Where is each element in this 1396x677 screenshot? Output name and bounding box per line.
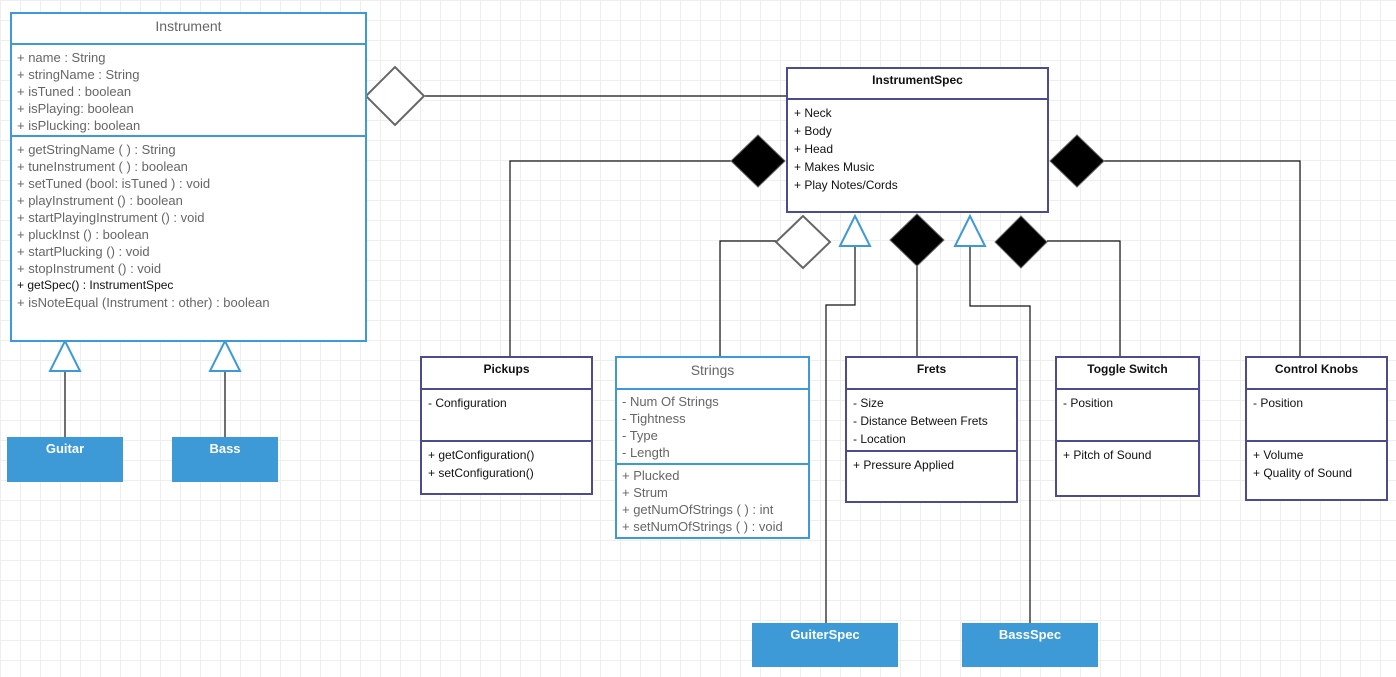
method: + Quality of Sound: [1253, 466, 1353, 480]
attribute: + Body: [794, 124, 832, 138]
attributes-section: - Position: [1057, 390, 1198, 442]
class-instrument[interactable]: Instrument + name : String + stringName …: [10, 12, 367, 342]
class-bass[interactable]: Bass: [172, 437, 278, 482]
inheritance-triangle-guiterspec: [838, 213, 872, 247]
inheritance-triangle-guitar: [48, 338, 82, 372]
attribute: + Play Notes/Cords: [794, 178, 898, 192]
inheritance-triangle-bassspec: [953, 213, 987, 247]
method: + Plucked: [622, 468, 680, 483]
class-title: InstrumentSpec: [788, 69, 1047, 100]
method: + getStringName ( ) : String: [17, 142, 176, 157]
attributes-section: - Size - Distance Between Frets - Locati…: [847, 390, 1016, 452]
attribute: - Tightness: [622, 411, 686, 426]
method: + getNumOfStrings ( ) : int: [622, 502, 774, 517]
method: + startPlucking () : void: [17, 244, 150, 259]
attributes-section: - Num Of Strings - Tightness - Type - Le…: [617, 390, 808, 465]
attributes-section: - Configuration: [422, 390, 591, 442]
methods-section: + Pressure Applied: [847, 452, 1016, 474]
attribute: + Neck: [794, 106, 832, 120]
class-title: Control Knobs: [1247, 358, 1386, 390]
attribute: - Size: [853, 396, 884, 410]
class-toggle-switch[interactable]: Toggle Switch - Position + Pitch of Soun…: [1055, 356, 1200, 497]
method: + isNoteEqual (Instrument : other) : boo…: [17, 295, 270, 310]
methods-section: + Pitch of Sound: [1057, 442, 1198, 464]
method: + setConfiguration(): [428, 466, 534, 480]
class-bassspec[interactable]: BassSpec: [962, 623, 1098, 667]
class-guitar[interactable]: Guitar: [7, 437, 123, 482]
class-control-knobs[interactable]: Control Knobs - Position + Volume + Qual…: [1245, 356, 1388, 501]
composition-diamond-frets: [889, 213, 945, 267]
class-instrument-spec[interactable]: InstrumentSpec + Neck + Body + Head + Ma…: [786, 67, 1049, 213]
attribute: - Position: [1253, 396, 1304, 410]
attributes-section: + Neck + Body + Head + Makes Music + Pla…: [788, 100, 1047, 194]
class-guiterspec[interactable]: GuiterSpec: [752, 623, 898, 667]
method: + startPlayingInstrument () : void: [17, 210, 205, 225]
attribute: + isPlaying: boolean: [17, 101, 134, 116]
attributes-section: + name : String + stringName : String + …: [12, 45, 365, 137]
method: + getSpec() : InstrumentSpec: [17, 278, 174, 292]
inheritance-line-bassspec: [969, 246, 1031, 623]
aggregation-diamond-strings: [774, 214, 832, 270]
attribute: - Num Of Strings: [622, 394, 719, 409]
attribute: - Configuration: [428, 396, 507, 410]
aggregation-line-strings: [719, 240, 776, 357]
methods-section: + Plucked + Strum + getNumOfStrings ( ) …: [617, 465, 808, 535]
method: + tuneInstrument ( ) : boolean: [17, 159, 188, 174]
attribute: - Position: [1063, 396, 1114, 410]
attribute: + Head: [794, 142, 834, 156]
attribute: - Length: [622, 445, 670, 460]
attribute: - Type: [622, 428, 658, 443]
method: + playInstrument () : boolean: [17, 193, 183, 208]
class-frets[interactable]: Frets - Size - Distance Between Frets - …: [845, 356, 1018, 503]
attribute: + name : String: [17, 50, 106, 65]
method: + setTuned (bool: isTuned ) : void: [17, 176, 211, 191]
attribute: - Distance Between Frets: [853, 414, 988, 428]
method: + Strum: [622, 485, 668, 500]
class-title: Toggle Switch: [1057, 358, 1198, 390]
method: + stopInstrument () : void: [17, 261, 162, 276]
composition-diamond-toggle: [994, 215, 1048, 269]
class-title: Frets: [847, 358, 1016, 390]
composition-diamond-control-knobs: [1049, 134, 1105, 188]
composition-line-toggle: [1047, 240, 1121, 357]
composition-line-control-knobs: [1102, 160, 1301, 357]
method: + getConfiguration(): [428, 448, 535, 462]
method: + Pitch of Sound: [1063, 448, 1152, 462]
class-strings[interactable]: Strings - Num Of Strings - Tightness - T…: [615, 356, 810, 539]
attribute: - Location: [853, 432, 906, 446]
aggregation-diamond-instrument: [364, 65, 426, 127]
attribute: + isTuned : boolean: [17, 84, 132, 99]
class-title: Pickups: [422, 358, 591, 390]
inheritance-triangle-bass: [208, 338, 242, 372]
attribute: + isPlucking: boolean: [17, 118, 141, 133]
inheritance-line-guiterspec: [825, 246, 856, 623]
class-title: Instrument: [12, 14, 365, 45]
method: + Volume: [1253, 448, 1304, 462]
attribute: + Makes Music: [794, 160, 875, 174]
methods-section: + getStringName ( ) : String + tuneInstr…: [12, 137, 365, 311]
methods-section: + getConfiguration() + setConfiguration(…: [422, 442, 591, 482]
composition-line-pickups: [509, 160, 731, 357]
attributes-section: - Position: [1247, 390, 1386, 442]
class-pickups[interactable]: Pickups - Configuration + getConfigurati…: [420, 356, 593, 495]
methods-section: + Volume + Quality of Sound: [1247, 442, 1386, 482]
attribute: + stringName : String: [17, 67, 140, 82]
method: + Pressure Applied: [853, 458, 955, 472]
composition-diamond-pickups: [730, 134, 786, 188]
class-title: Strings: [617, 358, 808, 390]
method: + setNumOfStrings ( ) : void: [622, 519, 783, 534]
method: + pluckInst () : boolean: [17, 227, 149, 242]
